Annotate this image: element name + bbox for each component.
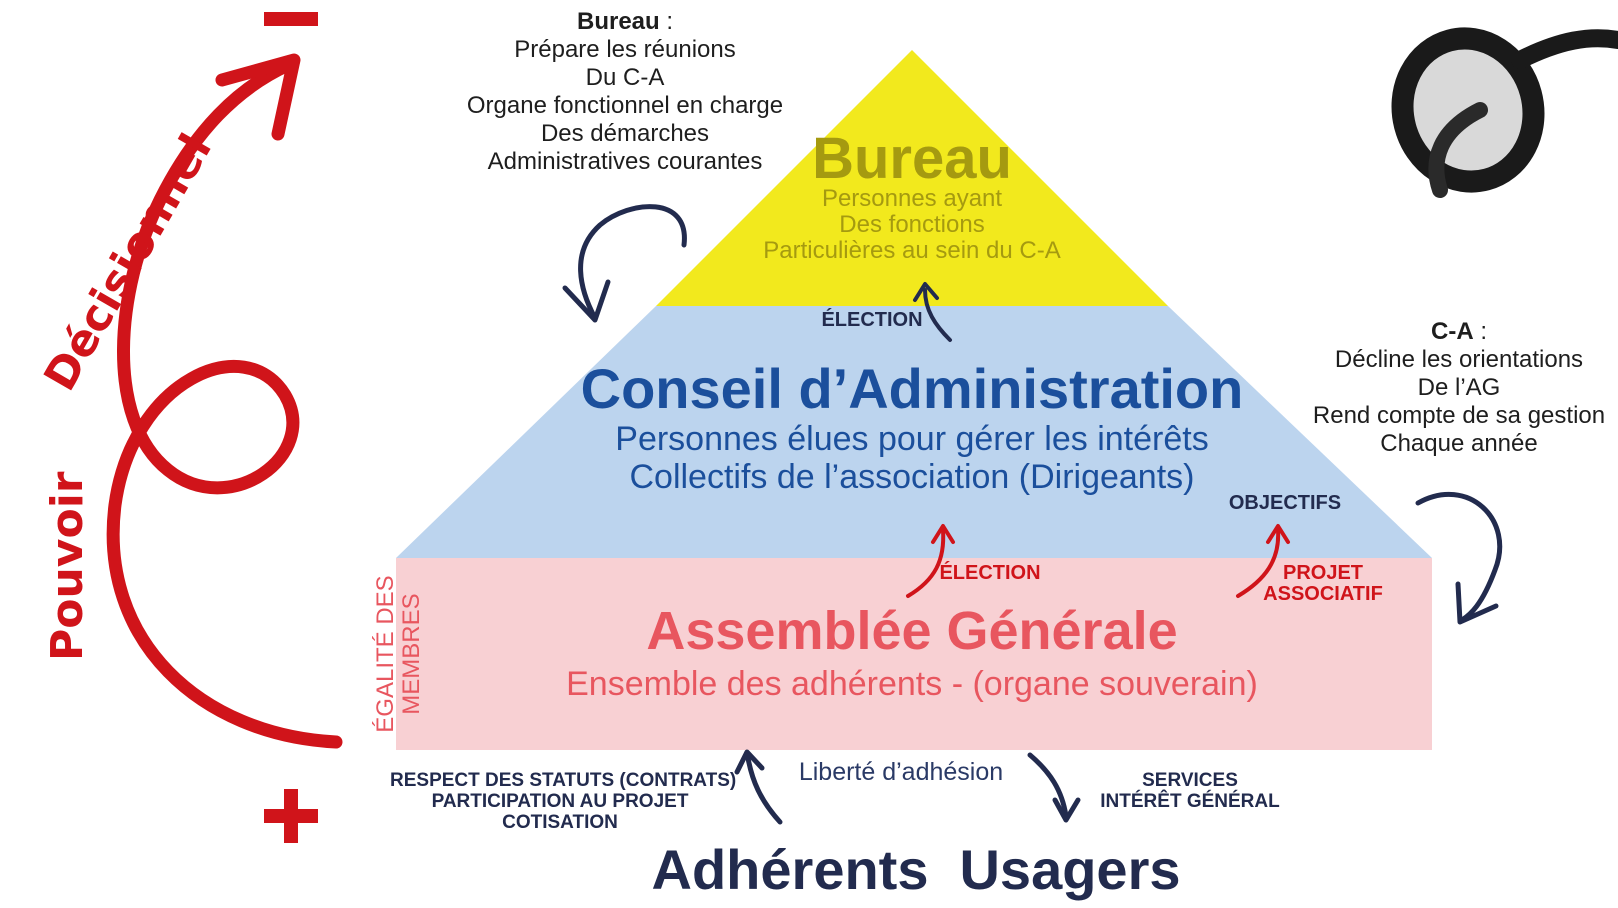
election-top-arrow — [923, 288, 952, 342]
ca-note-line: De l’AG — [1417, 374, 1501, 401]
usagers-benefits: SERVICES INTÉRÊT GÉNÉRAL — [1100, 770, 1280, 812]
ca-note-line: Décline les orientations — [1334, 346, 1584, 373]
adherents-obligations: RESPECT DES STATUTS (CONTRATS) PARTICIPA… — [390, 770, 737, 833]
bureau-note-label: Bureau — [576, 8, 660, 35]
power-arrow-head — [215, 53, 301, 141]
power-word-pouvoir: Pouvoir — [42, 471, 93, 662]
adherents-title: Adhérents — [651, 838, 929, 901]
bureau-note-line: Prépare les réunions — [514, 36, 736, 63]
bureau-note-arrow — [578, 204, 687, 321]
bureau-title: Bureau — [812, 126, 1012, 191]
ag-title: Assemblée Générale — [646, 601, 1178, 661]
usagers-down-arrow — [1027, 752, 1069, 819]
ca-layer — [396, 306, 1432, 558]
usagers-title: Usagers — [959, 838, 1181, 901]
ca-title: Conseil d’Administration — [580, 357, 1244, 420]
projet-associatif-label: PROJET ASSOCIATIF — [1263, 562, 1383, 605]
bureau-note-line: Du C-A — [585, 64, 665, 91]
ca-description: Personnes élues pour gérer les intérêts … — [615, 420, 1209, 496]
ca-note-arrow — [1415, 491, 1503, 623]
egalite-membres-label: ÉGALITÉ DES MEMBRES — [372, 575, 425, 733]
projet-arrow — [1236, 528, 1281, 598]
adherents-up-arrow — [745, 755, 783, 825]
ag-subtitle: Ensemble des adhérents - (organe souvera… — [566, 665, 1258, 703]
bureau-note: Bureau : Prépare les réunions Du C-A Org… — [455, 8, 795, 176]
objectifs-label: OBJECTIFS — [1228, 492, 1342, 514]
plus-sign — [264, 789, 318, 843]
minus-sign — [264, 12, 318, 26]
ca-note-line: Chaque année — [1380, 430, 1538, 457]
bureau-note-line: Des démarches — [540, 120, 710, 147]
bureau-note-line: Administratives courantes — [487, 148, 763, 175]
ca-note-line: Rend compte de sa gestion — [1312, 402, 1606, 429]
bureau-description: Personnes ayant Des fonctions Particuliè… — [763, 185, 1061, 264]
bureau-layer — [656, 50, 1168, 306]
election-bottom-label: ÉLECTION — [939, 562, 1041, 584]
election-top-label: ÉLECTION — [821, 309, 923, 331]
election-bottom-arrow — [906, 528, 946, 598]
power-spiral-arrow — [106, 58, 343, 749]
ca-note-label: C-A — [1431, 318, 1474, 345]
glasses-icon — [1391, 27, 1618, 198]
ca-note: C-A : Décline les orientations De l’AG R… — [1300, 318, 1618, 458]
liberte-adhesion-label: Liberté d’adhésion — [798, 758, 1004, 786]
bureau-note-line: Organe fonctionnel en charge — [466, 92, 784, 119]
